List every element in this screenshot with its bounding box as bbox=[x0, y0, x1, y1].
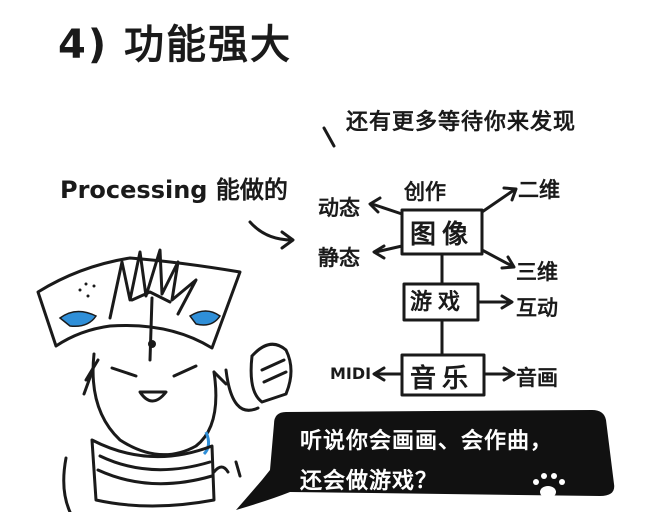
arrow-to-midi-head bbox=[372, 366, 386, 382]
curved-arrow bbox=[248, 220, 294, 242]
arrow-to-static bbox=[374, 244, 404, 254]
game-box-label: 游戏 bbox=[410, 290, 467, 315]
character bbox=[36, 248, 293, 512]
collar-stripes bbox=[96, 454, 214, 486]
processing-label: Processing 能做的 bbox=[60, 176, 288, 204]
arrow-to-static-head bbox=[372, 244, 386, 260]
arrow-to-3d-head bbox=[500, 255, 516, 270]
paw-icon bbox=[533, 473, 565, 498]
headdress-crest-inner bbox=[130, 290, 172, 304]
arrow-to-animation bbox=[370, 202, 404, 216]
music-box-label: 音乐 bbox=[410, 364, 475, 394]
page-title: 4) 功能强大 bbox=[58, 22, 293, 68]
arrow-to-interactive-head bbox=[500, 294, 514, 310]
raised-hand bbox=[249, 342, 293, 404]
animation-label: 动态 bbox=[318, 196, 360, 220]
left-eye bbox=[110, 366, 138, 378]
speech-text: 听说你会画画、会作曲， 还会做游戏？ bbox=[300, 422, 553, 502]
arrow-to-3d bbox=[480, 248, 514, 268]
headdress-crest bbox=[108, 248, 198, 320]
midi-label: MIDI bbox=[330, 364, 372, 383]
face-outline bbox=[91, 352, 218, 457]
hair-strands bbox=[82, 358, 228, 396]
curved-arrow-head bbox=[280, 230, 295, 250]
body-lines bbox=[62, 368, 260, 512]
interactive-label: 互动 bbox=[516, 296, 558, 320]
static-label: 静态 bbox=[318, 246, 360, 270]
headdress bbox=[36, 256, 242, 350]
mouth bbox=[138, 390, 168, 403]
collar bbox=[90, 438, 216, 508]
sound-visual-label: 音画 bbox=[516, 366, 558, 390]
create-label: 创作 bbox=[404, 180, 446, 204]
bird-left-icon bbox=[58, 310, 98, 328]
note-slash-mark bbox=[322, 126, 336, 148]
speech-line-1: 听说你会画画、会作曲， bbox=[300, 429, 554, 454]
bird-right-icon bbox=[188, 310, 222, 326]
two-d-label: 二维 bbox=[518, 178, 560, 202]
speech-line-2: 还会做游戏？ bbox=[300, 469, 439, 494]
three-d-label: 三维 bbox=[516, 260, 558, 284]
hand-fingers bbox=[260, 358, 288, 384]
headdress-tassel bbox=[148, 296, 154, 362]
right-eye bbox=[172, 364, 198, 378]
speech-bubble bbox=[236, 410, 615, 510]
arrow-to-2d-head bbox=[502, 186, 518, 202]
scribble-mark bbox=[212, 460, 242, 478]
more-to-discover-note: 还有更多等待你来发现 bbox=[346, 110, 577, 135]
headdress-bead bbox=[148, 340, 156, 348]
image-box-label: 图像 bbox=[410, 220, 475, 250]
arrow-to-2d bbox=[480, 188, 516, 214]
arrow-to-sound-visual-head bbox=[502, 366, 516, 382]
arrow-to-animation-head bbox=[368, 196, 382, 214]
